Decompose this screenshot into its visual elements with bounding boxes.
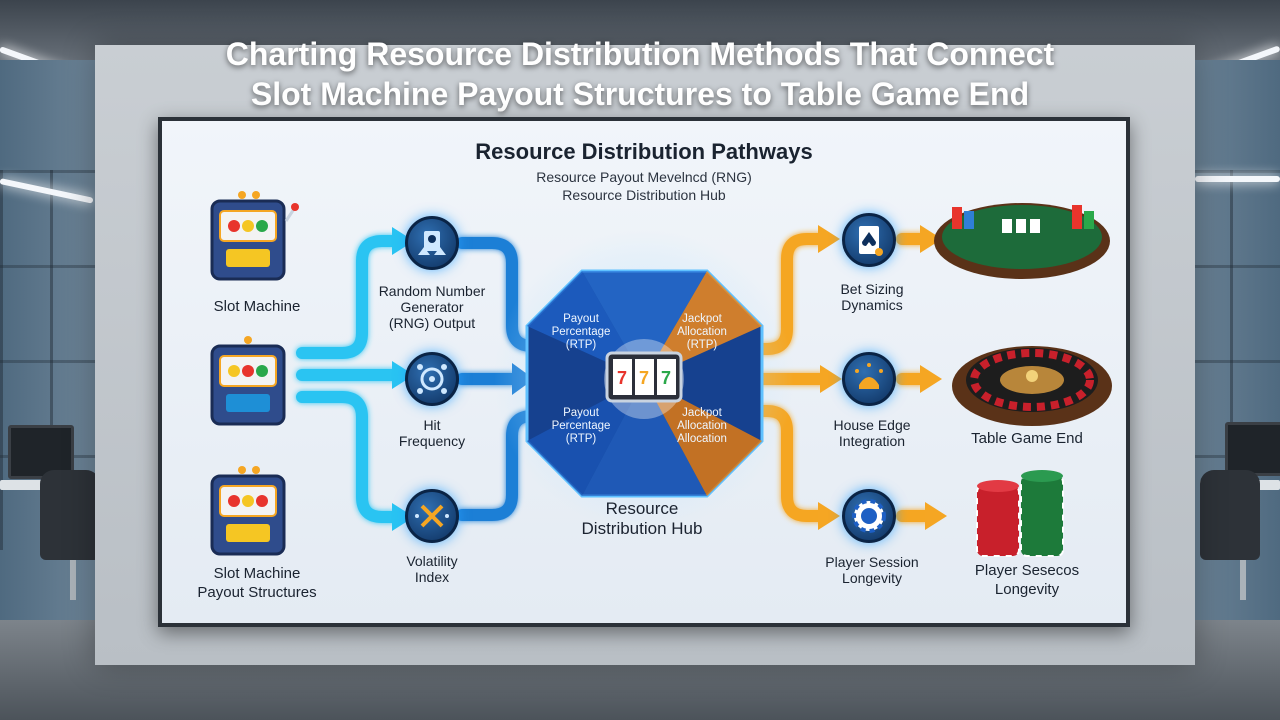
main-title: Charting Resource Distribution Methods T… [0,34,1280,114]
slot-label-top: Slot Machine [213,298,301,315]
house-edge-icon [855,363,883,389]
hub-facet-bottom [582,379,707,496]
arrowhead-bet [818,225,840,253]
hub-facet-left-low [527,379,644,496]
player-label-line-1: Player Sesecos [974,562,1080,579]
session-longevity-node [842,489,896,543]
volatility-label: Volatility Index [362,553,502,585]
bet-sizing-label: Bet Sizing Dynamics [802,281,942,313]
input-flow-lines [296,235,403,523]
arrowhead-roulette [920,365,942,393]
slot-label-bottom-line-1: Slot Machine [213,565,301,582]
rng-label-line-1: Random Number [378,283,486,299]
output-arrowheads [818,225,947,530]
volatility-label-line-1: Volatility [406,553,458,569]
playing-card-icon [859,226,883,256]
hub-facet-label-4: Jackpot Allocation Allocation [677,407,727,445]
target-icon [417,364,447,394]
slot-machine-icon-top [210,191,299,281]
window-light-right [1195,176,1280,182]
hub-label-line-2: Distribution Hub [581,519,703,538]
session-label-line-1: Player Session [825,554,919,570]
roulette-wheel-icon [952,346,1112,426]
chair-right [1200,470,1260,560]
hit-label-line-2: Frequency [398,433,466,449]
hub-reel-3: 7 [661,368,671,388]
hub-facet-top [582,271,707,379]
hub-facet-right-low [644,379,762,496]
diagram-screen: 7 7 7 [158,117,1130,627]
rng-icon [418,231,446,255]
player-longevity-label: Player Sesecos Longevity [942,561,1112,599]
edge-label-line-2: Integration [838,433,906,449]
arrowhead-rng [392,227,414,255]
main-title-line-1: Charting Resource Distribution Methods T… [225,36,1055,72]
arrowhead-chips [925,502,947,530]
table-game-end-label: Table Game End [971,430,1083,447]
volatility-node [405,489,459,543]
panel-heading: Resource Distribution Pathways [475,139,813,164]
bet-sizing-node [842,213,896,267]
blackjack-table-icon [934,203,1110,279]
monitor-right [1225,422,1280,476]
rng-label: Random Number Generator (RNG) Output [362,283,502,331]
flow-arrows: 7 7 7 [210,191,1112,557]
arrowhead-table [920,225,942,253]
input-arrowheads [392,227,414,531]
hub-facet-label-3: Payout Percentage (RTP) [551,407,611,445]
hub-label-line-1: Resource [605,499,679,518]
arrowhead-edge [820,365,842,393]
hub-reel-1: 7 [617,368,627,388]
slot-label-bottom-line-2: Payout Structures [197,584,317,601]
volatility-label-line-2: Index [414,569,450,585]
hit-frequency-node [405,352,459,406]
player-label-line-2: Longevity [994,581,1060,598]
chair-left [40,470,100,560]
arrowhead-volatility [392,503,414,531]
slot-label-bottom: Slot Machine Payout Structures [172,564,342,602]
house-edge-node [842,352,896,406]
slot-machine-icon-bottom [210,466,286,556]
main-title-line-2: Slot Machine Payout Structures to Table … [250,76,1030,112]
chip-stacks-icon [976,470,1064,557]
bet-label-line-1: Bet Sizing [840,281,904,297]
slot-machine-icon-middle [210,336,286,426]
hub-facet-label-1: Payout Percentage (RTP) [551,313,611,351]
hub-label: Resource Distribution Hub [542,499,742,539]
edge-label-line-1: House Edge [833,417,911,433]
flow-slot-to-volatility [296,391,400,523]
house-edge-label: House Edge Integration [802,417,942,449]
hit-label-line-1: Hit [423,417,441,433]
flow-slot-to-rng [296,235,400,359]
panel-subheading-1: Resource Payout Mevelncd (RNG) [536,169,752,185]
rng-label-line-2: Generator [400,299,464,315]
volatility-icon [415,504,449,528]
hub-facet-label-2: Jackpot Allocation (RTP) [677,313,727,351]
hub-crystal: 7 7 7 [494,229,794,529]
arrowhead-longevity [818,502,840,530]
rng-label-line-3: (RNG) Output [388,315,476,331]
hit-frequency-label: Hit Frequency [362,417,502,449]
panel-subheading-2: Resource Distribution Hub [562,187,726,203]
hub-reel-2: 7 [639,368,649,388]
arrowhead-hit [392,361,414,389]
bet-label-line-2: Dynamics [841,297,903,313]
session-label-line-2: Longevity [842,570,902,586]
casino-chip-icon [852,499,886,533]
session-longevity-label: Player Session Longevity [792,554,952,586]
rng-node [405,216,459,270]
